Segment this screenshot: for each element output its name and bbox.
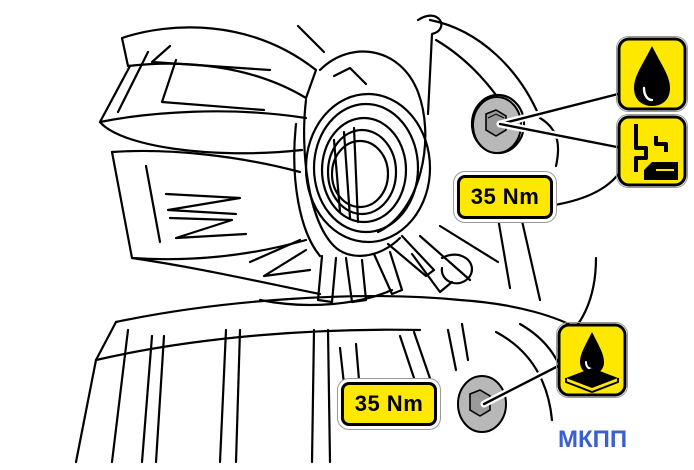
sealant-drop-icon (556, 322, 628, 398)
housing-fins-left (110, 149, 322, 296)
gearbox-type-label: МКПП (558, 426, 628, 453)
housing-spokes-lower (248, 234, 436, 307)
thread-profile-icon (616, 114, 688, 188)
torque-label-top: 35 Nm (457, 175, 553, 219)
housing-fins-upper-left (98, 26, 318, 155)
housing-skirt-lower (74, 295, 582, 464)
torque-label-bottom: 35 Nm (341, 382, 437, 426)
leader-lines (480, 88, 630, 408)
input-shaft-bore (293, 50, 432, 258)
oil-drop-icon (616, 36, 688, 112)
